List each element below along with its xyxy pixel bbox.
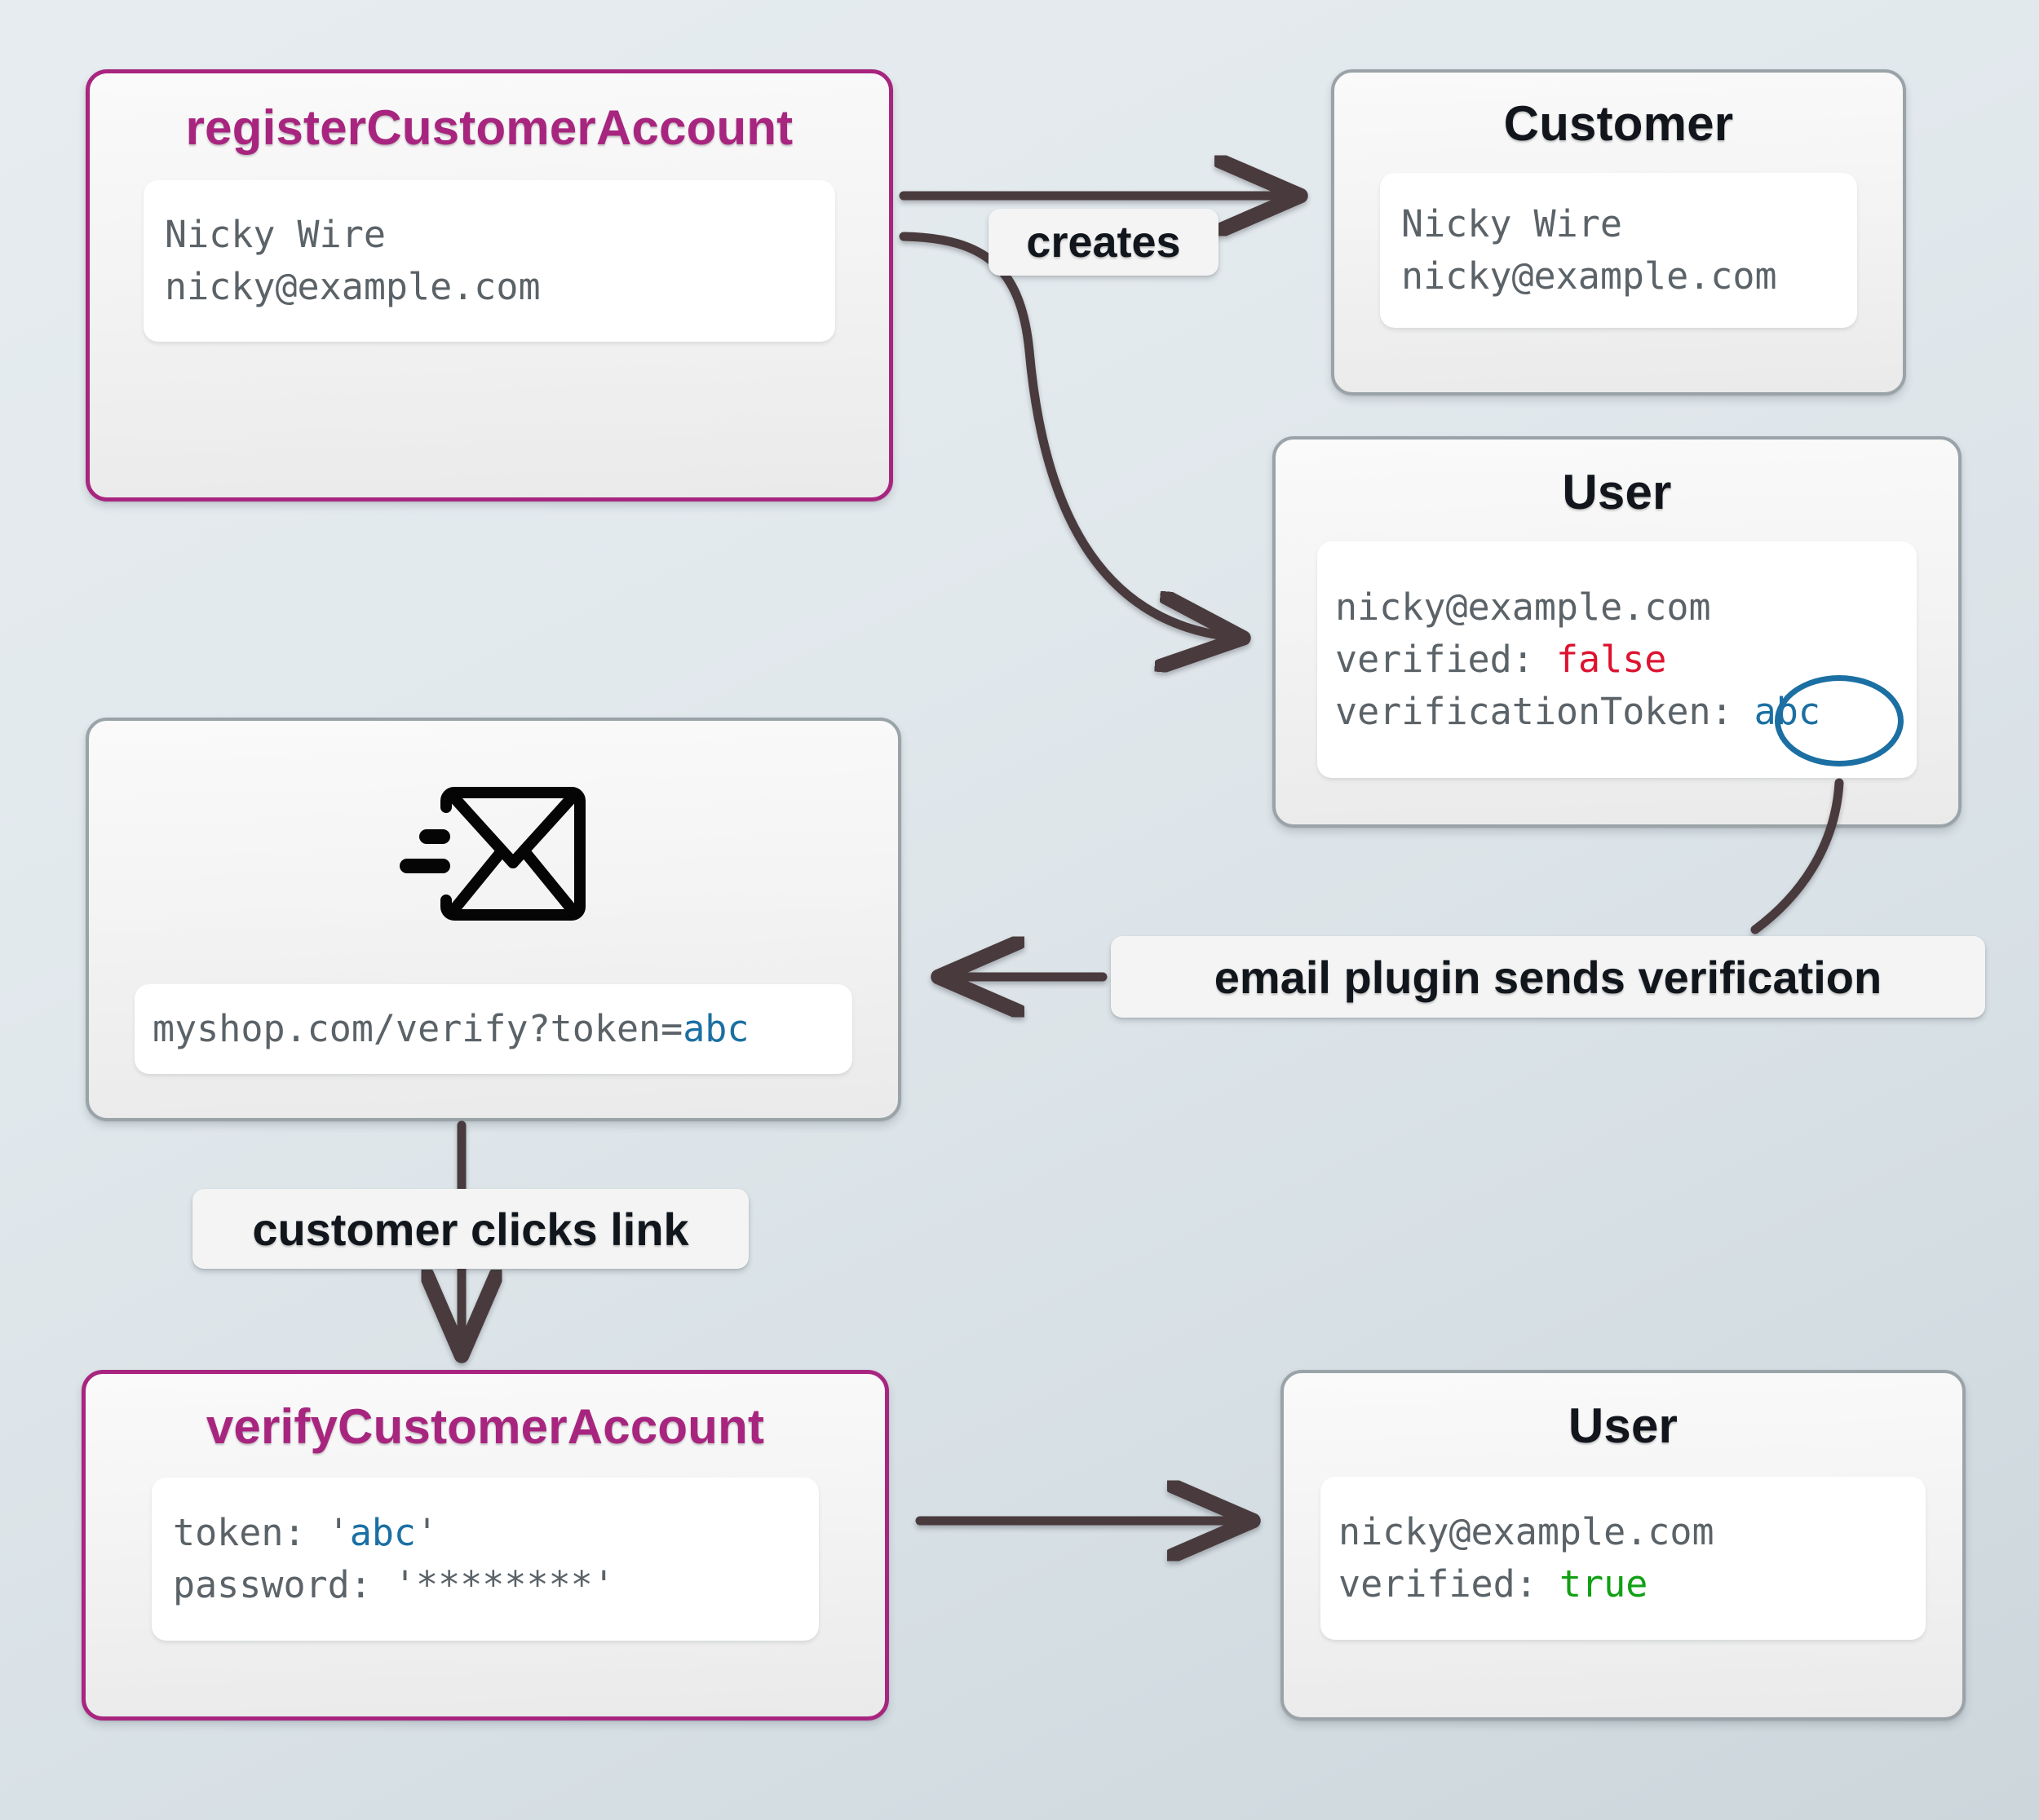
verify-token-quote-close: ': [416, 1511, 439, 1555]
verify-password-row: password: '********': [173, 1559, 798, 1611]
node-title-register: registerCustomerAccount: [185, 100, 794, 155]
verified-value: true: [1559, 1562, 1648, 1606]
verify-password-key: password:: [173, 1563, 394, 1606]
register-payload-panel: Nicky Wire nicky@example.com: [144, 180, 835, 342]
edge-label-email-plugin-sends-verification: email plugin sends verification: [1111, 936, 1985, 1018]
edge-label-creates: creates: [989, 209, 1219, 276]
node-user-unverified[interactable]: User nicky@example.com verified: false v…: [1272, 436, 1962, 828]
verify-token-quote-open: ': [327, 1511, 350, 1555]
verify-password-value: '********': [393, 1563, 615, 1606]
customer-payload-panel: Nicky Wire nicky@example.com: [1380, 173, 1857, 328]
email-link-panel[interactable]: myshop.com/verify?token=abc: [135, 984, 852, 1074]
register-name: Nicky Wire: [165, 213, 386, 257]
user-verified-email: nicky@example.com: [1338, 1510, 1714, 1554]
token-key: verificationToken:: [1335, 689, 1733, 733]
verify-token-value: abc: [349, 1511, 417, 1555]
edge-label-customer-clicks-link: customer clicks link: [192, 1189, 749, 1269]
url-prefix: myshop.com/verify?token=: [153, 1007, 683, 1051]
node-verification-email[interactable]: myshop.com/verify?token=abc: [86, 718, 901, 1121]
url-token: abc: [683, 1007, 750, 1051]
verify-token-key: token:: [173, 1511, 328, 1555]
verified-key: verified:: [1335, 638, 1556, 682]
token-highlight-ellipse-icon: [1775, 675, 1904, 766]
node-title-verify: verifyCustomerAccount: [206, 1399, 765, 1454]
user-unverified-email: nicky@example.com: [1335, 585, 1711, 629]
register-email: nicky@example.com: [165, 265, 541, 308]
email-verify-url: myshop.com/verify?token=abc: [153, 1003, 834, 1055]
node-title-user-unverified: User: [1562, 465, 1672, 519]
verify-payload-panel: token: 'abc' password: '********': [152, 1478, 819, 1641]
node-user-verified[interactable]: User nicky@example.com verified: true: [1280, 1370, 1966, 1721]
node-register-customer-account[interactable]: registerCustomerAccount Nicky Wire nicky…: [86, 69, 893, 501]
verify-token-row: token: 'abc': [173, 1507, 798, 1559]
edge-register-to-user: [899, 232, 1240, 638]
node-verify-customer-account[interactable]: verifyCustomerAccount token: 'abc' passw…: [82, 1370, 889, 1721]
customer-name: Nicky Wire: [1401, 202, 1622, 246]
verified-value: false: [1555, 638, 1667, 682]
user-unverified-verified: verified: false: [1335, 634, 1899, 686]
envelope-send-icon: [387, 771, 599, 939]
user-verified-payload-panel: nicky@example.com verified: true: [1320, 1477, 1926, 1640]
node-customer[interactable]: Customer Nicky Wire nicky@example.com: [1331, 69, 1906, 395]
user-verified-verified: verified: true: [1338, 1558, 1908, 1610]
node-title-user-verified: User: [1568, 1398, 1679, 1453]
customer-email: nicky@example.com: [1401, 254, 1777, 298]
node-title-customer: Customer: [1503, 96, 1734, 151]
verified-key: verified:: [1338, 1562, 1559, 1606]
